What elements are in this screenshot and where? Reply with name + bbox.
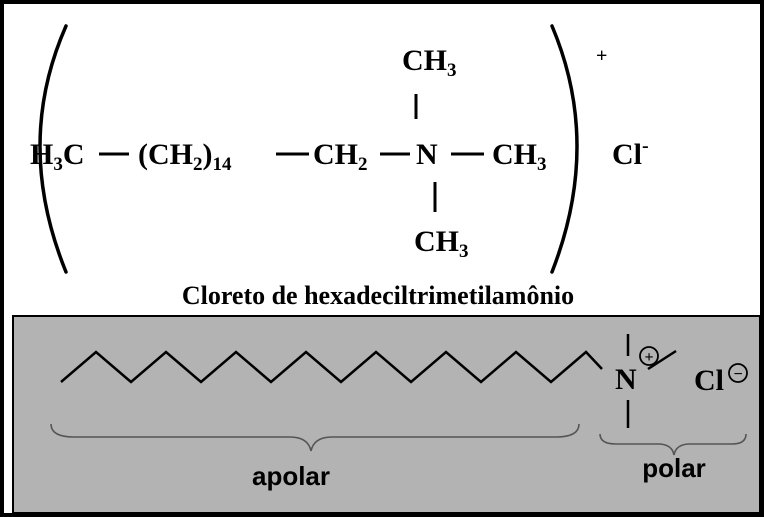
repeat-group-ch2-14: (CH2)14 xyxy=(138,138,232,175)
methylene-ch2: CH2 xyxy=(313,138,368,175)
methyl-right: CH3 xyxy=(492,138,547,175)
methyl-top: CH3 xyxy=(402,44,457,81)
positive-charge-sign: + xyxy=(644,349,653,366)
negative-charge-sign: − xyxy=(733,366,742,383)
head-nitrogen: N xyxy=(615,363,637,396)
right-parenthesis xyxy=(550,24,579,274)
head-chloride: Cl xyxy=(694,364,724,397)
surfactant-diagram: + CH3 H3C (CH2)14 CH2 N CH3 Cl- CH3 Clor… xyxy=(12,24,760,513)
cation-charge: + xyxy=(596,45,607,67)
polar-brace xyxy=(599,433,747,456)
apolar-brace xyxy=(50,423,580,452)
skeletal-panel xyxy=(12,315,760,513)
chain-start-h3c: H3C xyxy=(30,138,85,175)
polar-label: polar xyxy=(642,453,706,483)
apolar-label: apolar xyxy=(252,461,330,491)
negative-charge-circle xyxy=(728,363,748,383)
nitrogen-atom: N xyxy=(416,138,438,171)
head-bond-right xyxy=(647,349,677,371)
positive-charge-circle xyxy=(639,346,659,366)
left-parenthesis xyxy=(38,24,68,274)
chloride-ion: Cl- xyxy=(612,135,649,171)
compound-name: Cloreto de hexadeciltrimetilamônio xyxy=(182,281,574,310)
hydrocarbon-tail xyxy=(60,350,603,384)
methyl-bottom: CH3 xyxy=(414,225,469,262)
